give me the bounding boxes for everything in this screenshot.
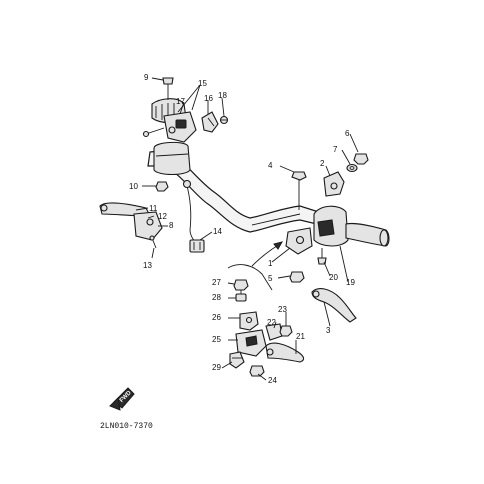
callout-28: 28 xyxy=(212,293,221,302)
holder-2 xyxy=(323,171,345,197)
callout-14: 14 xyxy=(213,227,222,236)
bolt-9 xyxy=(162,77,174,100)
lever-holder xyxy=(133,211,163,241)
callout-21: 21 xyxy=(296,332,305,341)
callout-1: 1 xyxy=(268,259,273,268)
forward-direction-indicator: FWD xyxy=(109,387,135,411)
bolt-4 xyxy=(291,171,307,210)
nut-5 xyxy=(289,271,305,283)
callout-6: 6 xyxy=(345,129,350,138)
nut-24 xyxy=(249,365,265,377)
left-switch-assembly xyxy=(142,111,197,143)
choke-lever-16 xyxy=(201,111,219,133)
callout-24: 24 xyxy=(268,376,277,385)
callout-11: 11 xyxy=(149,204,158,213)
callout-labels: 1 2 3 4 5 6 7 8 9 10 11 12 13 14 15 16 1… xyxy=(129,73,355,385)
callout-18: 18 xyxy=(218,91,227,100)
detail-arrow xyxy=(227,241,284,291)
callout-19: 19 xyxy=(346,278,355,287)
callout-3: 3 xyxy=(326,326,331,335)
collar-28 xyxy=(235,293,247,302)
callout-20: 20 xyxy=(329,273,338,282)
washer-7 xyxy=(346,163,358,173)
callout-2: 2 xyxy=(320,159,325,168)
callout-27: 27 xyxy=(212,278,221,287)
handlebar-pad xyxy=(153,141,191,176)
bolt-6 xyxy=(353,153,369,165)
callout-13: 13 xyxy=(143,261,152,270)
callout-12: 12 xyxy=(158,212,167,221)
callout-4: 4 xyxy=(268,161,273,170)
callout-15: 15 xyxy=(198,79,207,88)
lever-21 xyxy=(265,342,305,363)
bolt-23 xyxy=(279,325,293,337)
callout-25: 25 xyxy=(212,335,221,344)
callout-5: 5 xyxy=(268,274,273,283)
nut-10 xyxy=(155,181,169,192)
callout-10: 10 xyxy=(129,182,138,191)
right-switch-housing xyxy=(313,205,349,247)
callout-26: 26 xyxy=(212,313,221,322)
spring-29 xyxy=(229,351,245,369)
callout-17: 17 xyxy=(176,97,185,106)
drawing-code: 2LN010-7370 xyxy=(100,422,153,431)
callout-9: 9 xyxy=(144,73,149,82)
callout-7: 7 xyxy=(333,145,338,154)
callout-23: 23 xyxy=(278,305,287,314)
callout-22: 22 xyxy=(267,318,276,327)
leader-lines xyxy=(135,77,359,381)
lever-bracket-1 xyxy=(285,227,313,255)
callout-16: 16 xyxy=(204,94,213,103)
bracket-26 xyxy=(239,311,259,331)
callout-8: 8 xyxy=(169,221,174,230)
screw-18 xyxy=(219,115,229,125)
callout-29: 29 xyxy=(212,363,221,372)
bracket-25 xyxy=(235,329,267,357)
right-grip xyxy=(345,222,390,247)
right-lever-3 xyxy=(311,288,357,323)
wire-harness-14 xyxy=(182,179,205,253)
screw-13 xyxy=(149,235,157,249)
throttle-bolt-20 xyxy=(317,248,327,265)
